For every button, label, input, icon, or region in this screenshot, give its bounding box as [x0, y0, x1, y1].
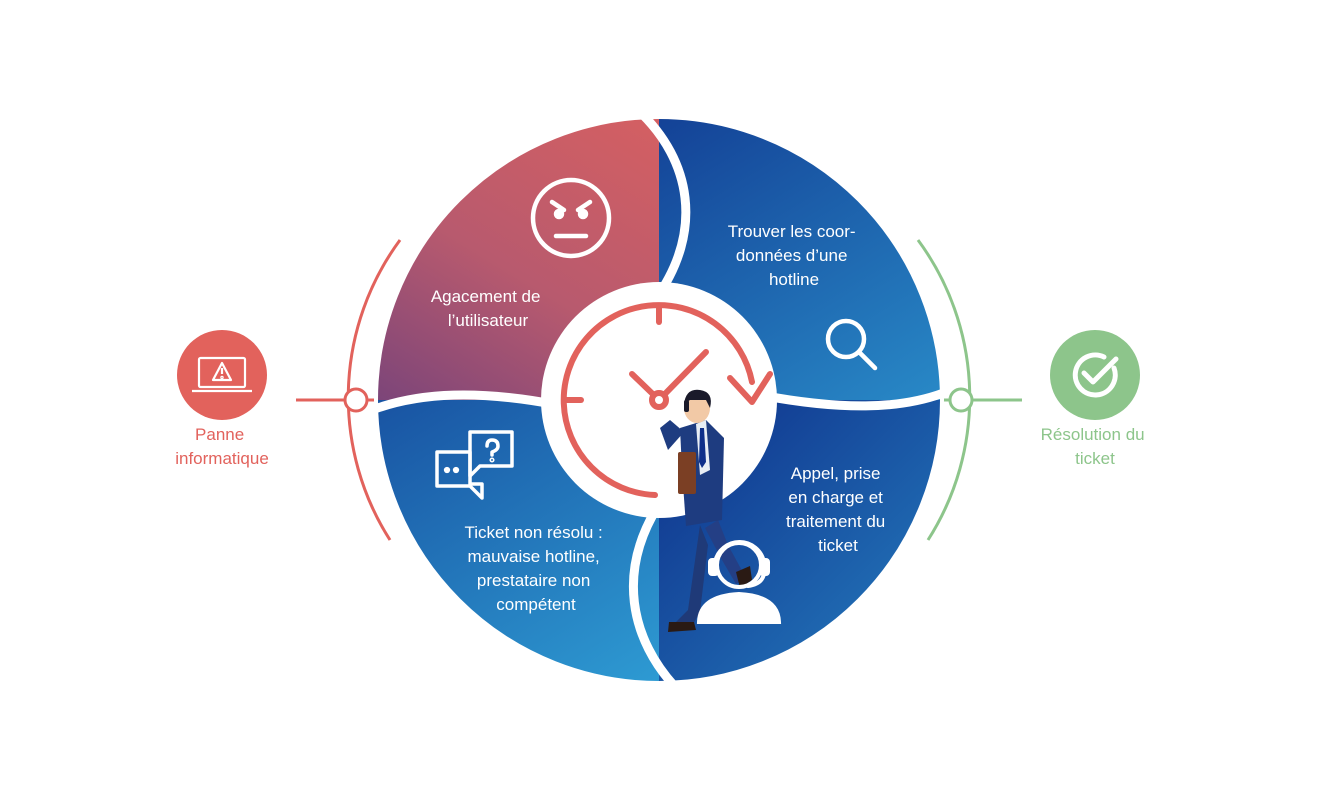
- search-icon: [825, 318, 878, 371]
- segment-top-right: [659, 117, 942, 400]
- headset-agent-icon: [696, 540, 782, 624]
- segment-text-line: prestataire non: [477, 571, 590, 590]
- left-bracket: [296, 239, 402, 541]
- segment-text-line: ticket: [818, 536, 858, 555]
- chat-question-icon: [435, 430, 514, 500]
- segment-bottom-left: [376, 400, 659, 683]
- laptop-warning-icon: [192, 356, 252, 393]
- segment-text-line: Trouver les coor-: [728, 222, 856, 241]
- right-status-label-line: Résolution du: [1041, 425, 1145, 444]
- segment-bottom-right-text: Appel, prise en charge et traitement du …: [786, 464, 890, 555]
- segment-text-line: hotline: [769, 270, 819, 289]
- left-status-label-line: Panne: [195, 425, 244, 444]
- angry-face-icon: [530, 177, 612, 259]
- segment-bottom-right: [659, 400, 942, 683]
- segment-text-line: traitement du: [786, 512, 885, 531]
- svg-text:Panne informatique: Panne informatique: [175, 425, 269, 468]
- segment-text-line: données d’une: [736, 246, 848, 265]
- right-status: Résolution du ticket: [1041, 330, 1150, 468]
- segment-separators: [376, 117, 942, 683]
- segment-top-right-text: Trouver les coor- données d’une hotline: [728, 222, 861, 289]
- right-status-label-line: ticket: [1075, 449, 1115, 468]
- segment-text-line: en charge et: [788, 488, 883, 507]
- segment-top-left-text: Agacement de l’utilisateur: [431, 287, 545, 330]
- segment-text-line: l’utilisateur: [448, 311, 529, 330]
- svg-text:Résolution du ticket: Résolution du ticket: [1041, 425, 1150, 468]
- clock-icon: [560, 302, 773, 498]
- segment-top-left: [376, 117, 659, 400]
- segment-text-line: compétent: [496, 595, 576, 614]
- segment-text-line: Ticket non résolu :: [464, 523, 602, 542]
- segment-text-line: mauvaise hotline,: [467, 547, 599, 566]
- businessman-on-phone-icon: [660, 389, 752, 632]
- check-circle-icon: [1072, 352, 1119, 398]
- left-status: Panne informatique: [175, 330, 269, 468]
- segment-text-line: Appel, prise: [791, 464, 881, 483]
- left-status-label-line: informatique: [175, 449, 269, 468]
- segment-bottom-left-text: Ticket non résolu : mauvaise hotline, pr…: [464, 523, 607, 614]
- segment-text-line: Agacement de: [431, 287, 541, 306]
